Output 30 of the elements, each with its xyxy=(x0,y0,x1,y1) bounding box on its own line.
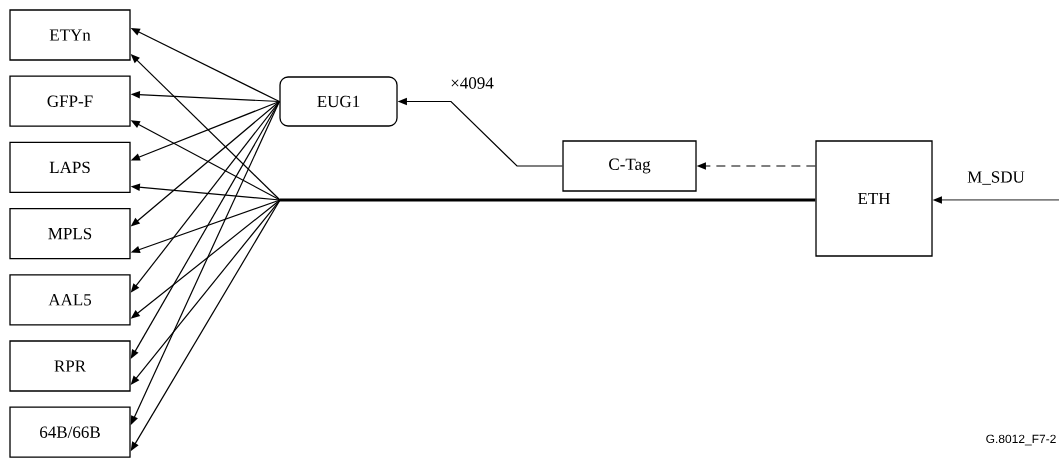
arrow xyxy=(130,100,280,227)
arrow xyxy=(130,183,281,201)
arrow xyxy=(130,54,281,201)
edge-label: M_SDU xyxy=(967,171,1025,185)
process-box: AAL5 xyxy=(9,274,131,326)
process-box: GFP-F xyxy=(9,75,131,127)
process-box: RPR xyxy=(9,340,131,392)
arrow xyxy=(130,199,281,385)
rounded-box: EUG1 xyxy=(279,76,398,127)
edge-label: ×4094 xyxy=(451,77,494,89)
arrow xyxy=(130,120,281,201)
arrow xyxy=(130,100,280,426)
arrow xyxy=(397,97,563,167)
arrow xyxy=(130,28,280,103)
arrow xyxy=(130,199,281,319)
process-box: C-Tag xyxy=(562,140,697,192)
arrow xyxy=(130,199,281,452)
arrow xyxy=(130,90,280,103)
arrow xyxy=(130,199,281,254)
connector-line xyxy=(280,198,816,202)
arrow xyxy=(130,100,280,359)
arrow xyxy=(130,100,280,161)
figure-id: G.8012_F7-2 xyxy=(986,434,1056,446)
process-box: LAPS xyxy=(9,141,131,194)
process-box: 64B/66B xyxy=(9,406,131,458)
arrow xyxy=(696,162,816,170)
arrow xyxy=(932,196,1059,204)
process-box: ETYn xyxy=(9,9,131,61)
process-box: ETH xyxy=(815,140,933,257)
process-box: MPLS xyxy=(9,207,131,260)
